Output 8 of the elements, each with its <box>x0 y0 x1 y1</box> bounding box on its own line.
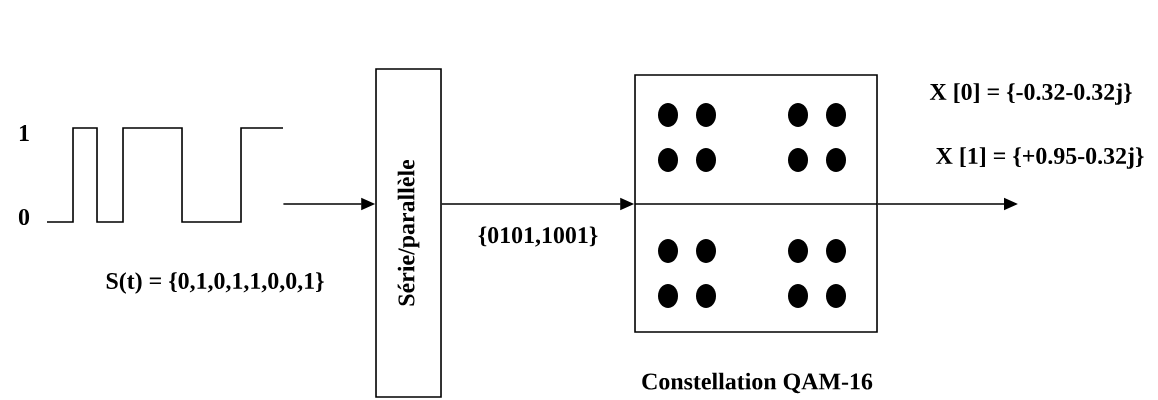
constellation-drawing <box>634 74 878 333</box>
process-box: Série/parallèle <box>375 68 442 398</box>
edge-label: {0101,1001} <box>475 224 601 249</box>
node-label: Constellation QAM-16 <box>642 372 873 394</box>
output-symbol: X [0] = {-0.32-0.32j} <box>929 83 1132 105</box>
square-wave-drawing <box>46 127 284 223</box>
output-symbol: X [1] = {+0.95-0.32j} <box>936 147 1144 169</box>
node-label: S(t) = {0,1,0,1,1,0,0,1} <box>106 272 324 294</box>
